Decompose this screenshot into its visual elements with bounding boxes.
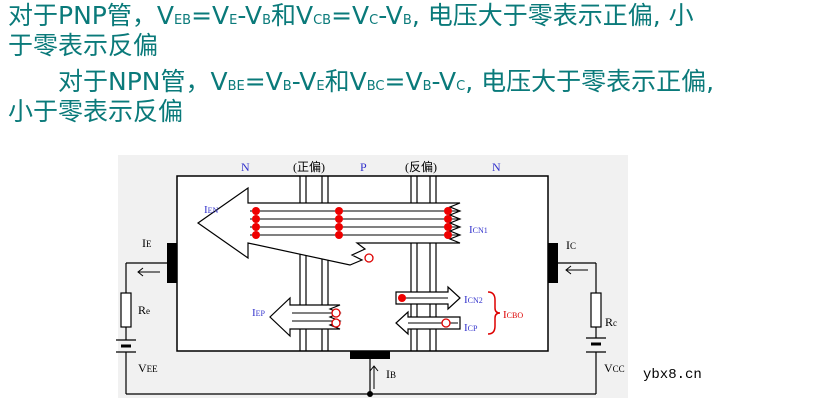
junction-reverse-label: (反偏) — [405, 159, 437, 174]
ic-label: IC — [566, 238, 576, 252]
re-emitter-label: Re — [138, 303, 150, 317]
icbo-brace — [487, 291, 501, 335]
external-circuit — [125, 262, 597, 395]
collector-resistor — [590, 292, 602, 328]
base-node — [367, 391, 373, 397]
region-p-label: P — [360, 160, 367, 174]
emitter-electrode — [167, 243, 177, 283]
junction-forward-label: (正偏) — [293, 159, 325, 174]
collector-electrode — [548, 243, 558, 283]
ie-label: IE — [142, 236, 152, 250]
emitter-battery — [116, 339, 136, 353]
heading-line-1: 对于PNP管，VEB=VE-VB和VCB=VC-VB, 电压大于零表示正偏, 小 — [8, 1, 694, 30]
watermark: ybx8.cn — [643, 367, 702, 383]
minority-electron-dot — [398, 294, 406, 302]
vee-label: VEE — [138, 361, 158, 375]
icbo-label: ICBO — [503, 309, 523, 321]
recombination-hole — [364, 253, 374, 263]
electron-dots — [252, 207, 452, 239]
base-electrode — [350, 351, 390, 359]
icp-label: ICP — [464, 322, 478, 334]
electron-flow-lines — [250, 210, 458, 236]
collector-battery — [586, 337, 606, 353]
icn2-label: ICN2 — [464, 294, 483, 306]
heading-line-4: 小于零表示反偏 — [8, 97, 184, 126]
minority-hole-dot — [441, 318, 451, 328]
hole-flow-lines — [292, 312, 336, 322]
rc-collector-label: Rc — [605, 315, 617, 329]
ien-label: IEN — [204, 204, 219, 216]
heading-line-3: 对于NPN管，VBE=VB-VE和VBC=VB-VC, 电压大于零表示正偏, — [58, 67, 715, 96]
vcc-label: VCC — [604, 361, 625, 375]
emitter-resistor — [120, 292, 132, 328]
hole-dots — [331, 308, 341, 328]
region-n-right-label: N — [492, 160, 501, 174]
ib-label: IB — [386, 367, 396, 381]
icn1-label: ICN1 — [469, 224, 488, 236]
heading-line-2: 于零表示反偏 — [8, 31, 159, 60]
iep-label: IEP — [252, 307, 266, 319]
external-current-arrows — [137, 265, 588, 389]
region-n-left-label: N — [241, 160, 250, 174]
